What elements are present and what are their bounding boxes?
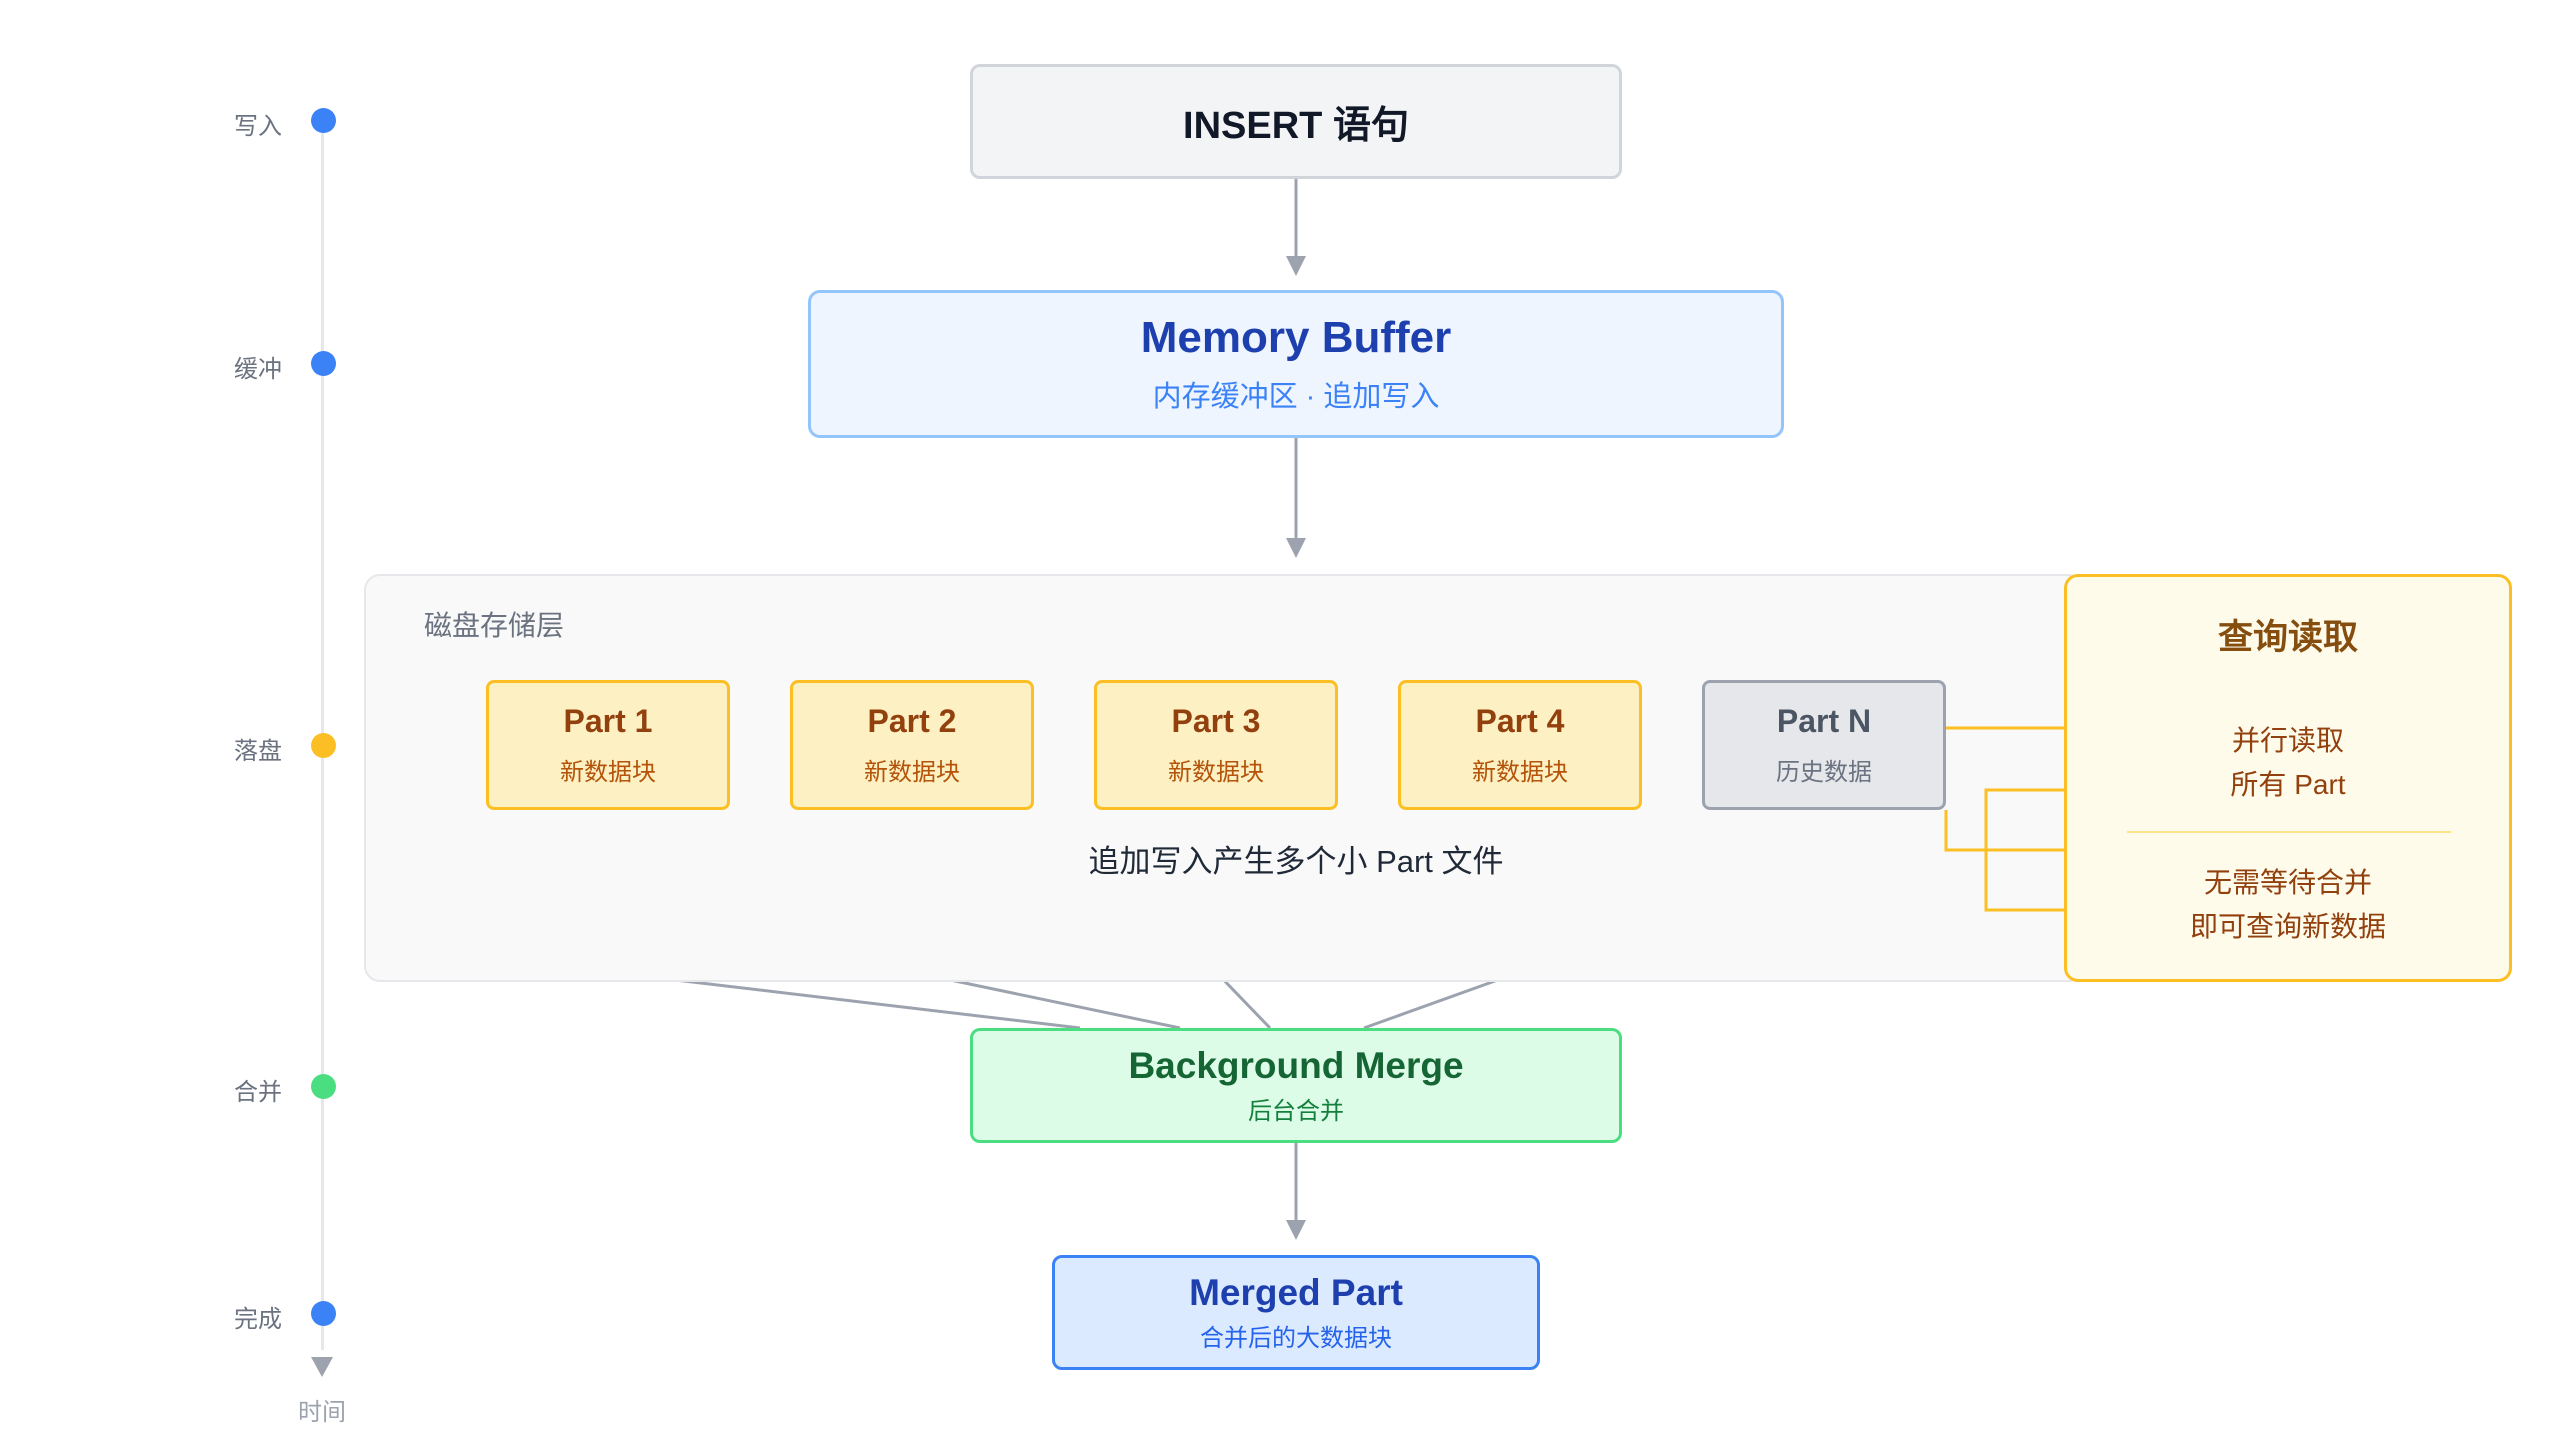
- timeline-label-done: 完成: [234, 1306, 282, 1333]
- merged-title: Merged Part: [1189, 1272, 1403, 1313]
- merge-title: Background Merge: [1128, 1045, 1464, 1086]
- query-text-line2: 所有 Part: [2230, 769, 2346, 800]
- insert-title: INSERT 语句: [1183, 105, 1409, 147]
- timeline-dot-write: [311, 108, 336, 133]
- timeline-label-merge: 合并: [234, 1079, 282, 1106]
- background-merge-node: Background Merge 后台合并: [970, 1028, 1622, 1143]
- part-subtitle: 新数据块: [560, 759, 656, 786]
- memory-buffer-node: Memory Buffer 内存缓冲区 · 追加写入: [808, 290, 1784, 438]
- timeline-label-flush: 落盘: [234, 738, 282, 765]
- timeline-label-buffer: 缓冲: [234, 356, 282, 383]
- part-3-node: Part 3 新数据块: [1094, 680, 1338, 810]
- arrowhead-buffer-to-disk: [1286, 538, 1306, 558]
- part-subtitle: 新数据块: [864, 759, 960, 786]
- part-subtitle: 历史数据: [1776, 759, 1872, 786]
- part-n-node: Part N 历史数据: [1702, 680, 1946, 810]
- part-2-node: Part 2 新数据块: [790, 680, 1034, 810]
- part-title: Part 2: [867, 703, 957, 739]
- part-1-node: Part 1 新数据块: [486, 680, 730, 810]
- part-4-node: Part 4 新数据块: [1398, 680, 1642, 810]
- timeline-dot-buffer: [311, 351, 336, 376]
- query-title: 查询读取: [2217, 618, 2358, 657]
- arrowhead-insert-to-buffer: [1286, 256, 1306, 276]
- disk-caption: 追加写入产生多个小 Part 文件: [1088, 844, 1504, 879]
- arrowhead-merge-to-merged: [1286, 1220, 1306, 1240]
- timeline-dot-flush: [311, 733, 336, 758]
- part-subtitle: 新数据块: [1472, 759, 1568, 786]
- query-text-line4: 即可查询新数据: [2189, 911, 2386, 942]
- insert-statement-node: INSERT 语句: [970, 64, 1622, 179]
- query-text-line3: 无需等待合并: [2203, 867, 2372, 898]
- merged-subtitle: 合并后的大数据块: [1200, 1325, 1392, 1352]
- timeline-axis-label: 时间: [298, 1399, 346, 1426]
- query-read-node: 查询读取 并行读取 所有 Part 无需等待合并 即可查询新数据: [2064, 574, 2512, 982]
- timeline-label-write: 写入: [234, 113, 282, 140]
- timeline-dot-done: [311, 1301, 336, 1326]
- timeline-arrow-icon: [311, 1357, 333, 1377]
- part-title: Part N: [1776, 703, 1872, 739]
- memory-buffer-title: Memory Buffer: [1140, 313, 1452, 362]
- timeline-dot-merge: [311, 1074, 336, 1099]
- part-subtitle: 新数据块: [1168, 759, 1264, 786]
- part-title: Part 1: [563, 703, 653, 739]
- merged-part-node: Merged Part 合并后的大数据块: [1052, 1255, 1540, 1370]
- query-text-line1: 并行读取: [2231, 725, 2344, 756]
- memory-buffer-subtitle: 内存缓冲区 · 追加写入: [1152, 381, 1440, 413]
- disk-storage-label: 磁盘存储层: [424, 610, 565, 641]
- merge-subtitle: 后台合并: [1248, 1098, 1344, 1125]
- query-divider: [2127, 831, 2451, 833]
- part-title: Part 3: [1171, 703, 1261, 739]
- part-title: Part 4: [1475, 703, 1565, 739]
